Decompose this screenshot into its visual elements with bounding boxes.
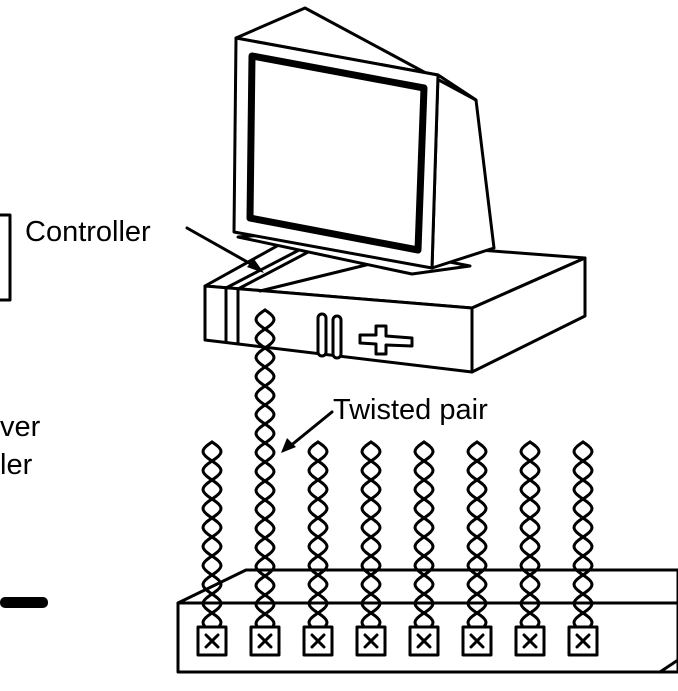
hub-port — [302, 625, 334, 657]
base-right-face — [470, 256, 587, 374]
port-x-icon — [469, 633, 485, 649]
cable-strand-b — [201, 440, 223, 644]
twisted-pair-label: Twisted pair — [333, 394, 488, 426]
port-x-icon — [310, 633, 326, 649]
cable-strand-a — [466, 440, 488, 644]
hub-right-edge — [658, 658, 678, 674]
vent-slot-1 — [316, 312, 328, 358]
top-slot-line-3 — [258, 262, 372, 293]
controller-arrow-line — [185, 226, 260, 270]
hub — [176, 568, 678, 674]
cable-strand-a — [519, 440, 541, 644]
left-label-partial-1: ver — [0, 411, 41, 443]
monitor-screen — [246, 52, 428, 254]
computer — [203, 6, 587, 374]
cable-strand-b — [254, 308, 276, 644]
twisted-pair-arrow-line — [287, 410, 334, 449]
port-x-icon — [257, 633, 273, 649]
cable-strand-b — [519, 440, 541, 644]
vent-slot-2 — [331, 314, 343, 360]
hub-ports — [196, 625, 599, 657]
controller-arrow-head — [247, 259, 264, 273]
left-thick-bar — [0, 597, 48, 608]
port-x-icon — [204, 633, 220, 649]
cable-strand-a — [254, 308, 276, 644]
cable-strand-b — [360, 440, 382, 644]
plus-symbol — [358, 324, 414, 356]
twisted-pair-cables — [201, 308, 594, 644]
twisted-pair-arrow-head — [281, 438, 296, 453]
cable-strand-b — [466, 440, 488, 644]
port-x-icon — [363, 633, 379, 649]
top-slot-line-2 — [236, 247, 316, 291]
controller-label: Controller — [25, 216, 151, 248]
cable-strand-a — [360, 440, 382, 644]
port-x-icon — [522, 633, 538, 649]
left-partial-bracket — [0, 213, 12, 302]
cable-strand-a — [307, 440, 329, 644]
cable-strand-a — [572, 440, 594, 644]
cable-strand-a — [413, 440, 435, 644]
cable-strand-b — [572, 440, 594, 644]
top-slot-line-1 — [224, 246, 305, 290]
hub-port — [408, 625, 440, 657]
cable-strand-a — [201, 440, 223, 644]
hub-front-face — [176, 601, 678, 674]
cable-strand-b — [413, 440, 435, 644]
port-x-icon — [575, 633, 591, 649]
cable-strand-b — [307, 440, 329, 644]
left-label-partial-2: ler — [0, 449, 33, 481]
monitor-right-side — [430, 73, 496, 270]
hub-port — [196, 625, 228, 657]
port-x-icon — [416, 633, 432, 649]
